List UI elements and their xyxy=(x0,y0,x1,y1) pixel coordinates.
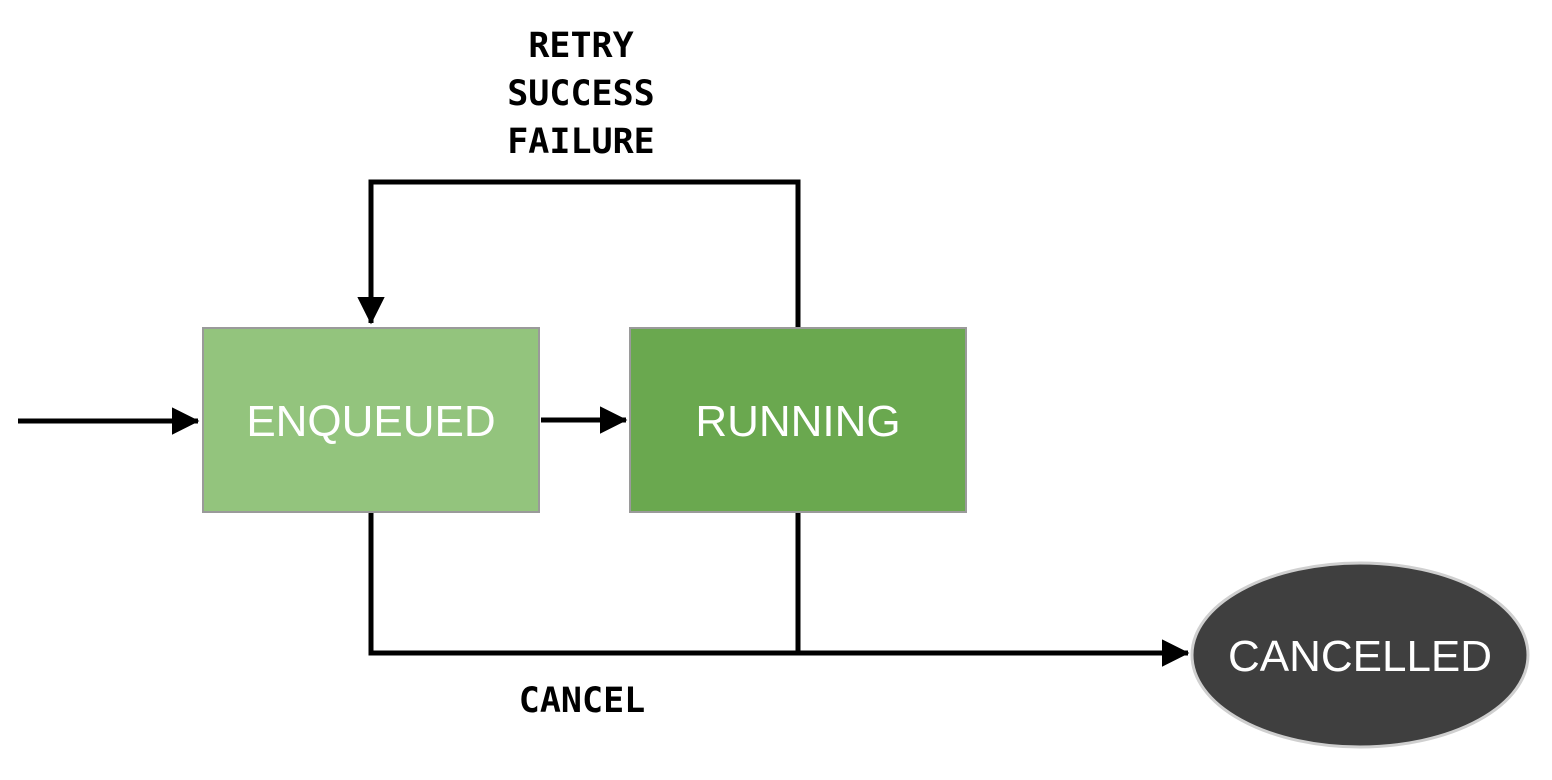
state-cancelled-ellipse xyxy=(1190,561,1530,749)
state-running-box xyxy=(629,327,967,513)
state-enqueued-label: ENQUEUED xyxy=(246,397,495,446)
state-enqueued-box xyxy=(202,327,540,513)
state-running-label: RUNNING xyxy=(695,397,900,446)
edge-cancel-arrow xyxy=(368,513,1190,667)
edge-label-cancel: CANCEL xyxy=(519,681,645,721)
edge-label-success: SUCCESS xyxy=(507,74,655,114)
edge-label-failure: FAILURE xyxy=(507,122,655,162)
state-running: RUNNING xyxy=(629,327,967,513)
edge-running-to-enqueued-arrow xyxy=(357,179,801,329)
edge-label-retry: RETRY xyxy=(528,26,633,66)
state-cancelled-label: CANCELLED xyxy=(1228,632,1492,681)
state-cancelled: CANCELLED xyxy=(1190,561,1530,749)
state-enqueued: ENQUEUED xyxy=(202,327,540,513)
